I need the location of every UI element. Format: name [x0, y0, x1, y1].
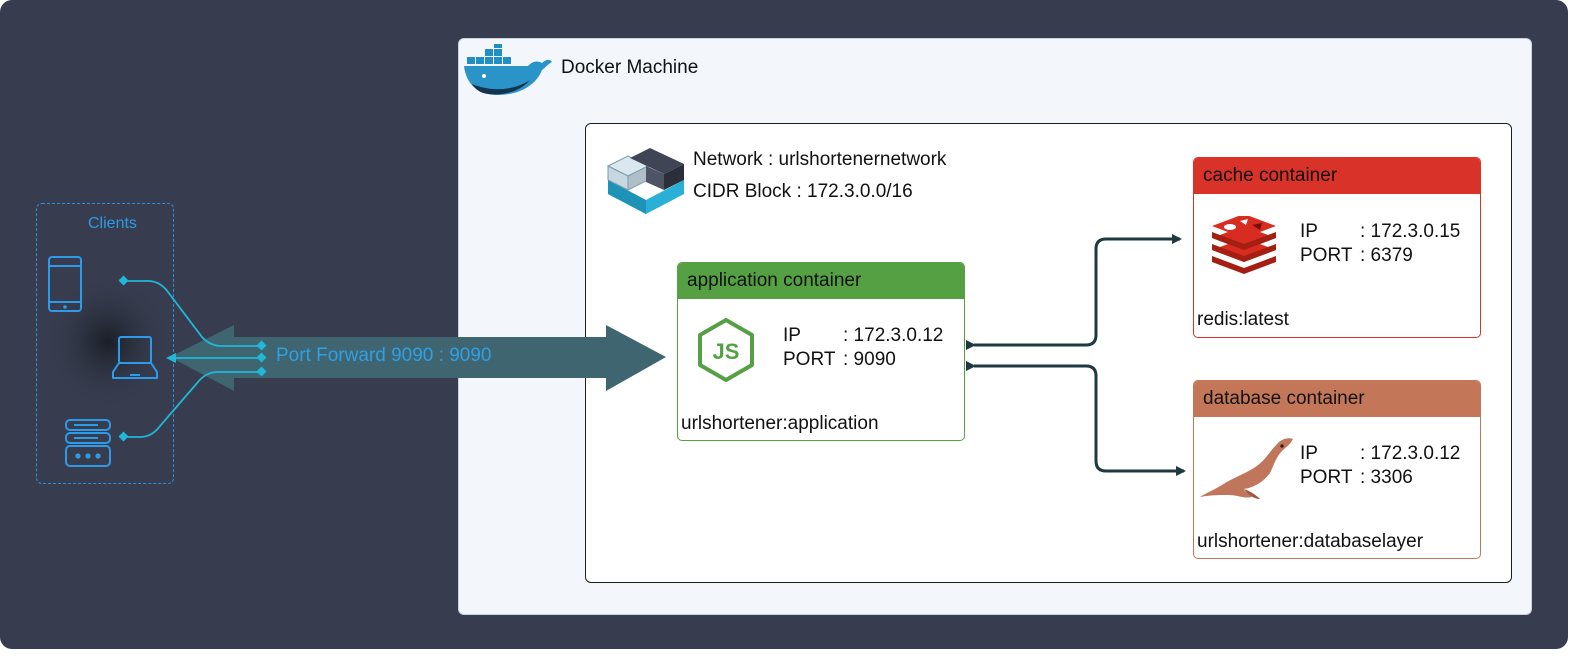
connector-app-to-cache	[966, 234, 1182, 350]
application-port-value: : 9090	[843, 349, 896, 370]
docker-whale-icon	[464, 44, 552, 95]
application-image: urlshortener:application	[681, 413, 879, 434]
svg-text:JS: JS	[713, 339, 740, 364]
docker-machine-label: Docker Machine	[561, 57, 699, 78]
network-blocks-icon	[606, 148, 684, 214]
cache-ip-key: IP	[1300, 221, 1318, 242]
network-name: Network : urlshortenernetwork	[693, 149, 947, 170]
clients-group	[36, 203, 174, 484]
application-container-title: application container	[678, 263, 964, 299]
clients-label: Clients	[88, 215, 137, 232]
database-container: database container	[1193, 380, 1481, 559]
nodejs-icon: JS	[698, 318, 754, 382]
tablet-icon	[48, 256, 82, 312]
database-container-title: database container	[1194, 381, 1480, 417]
database-image: urlshortener:databaselayer	[1197, 531, 1424, 552]
port-forward-label: Port Forward 9090 : 9090	[276, 345, 492, 366]
server-icon	[65, 419, 111, 467]
application-ip-value: : 172.3.0.12	[843, 325, 944, 346]
application-ip-key: IP	[783, 325, 801, 346]
cache-ip-value: : 172.3.0.15	[1360, 221, 1461, 242]
cache-port-value: : 6379	[1360, 245, 1413, 266]
laptop-icon	[112, 336, 158, 379]
connector-app-to-database	[966, 361, 1186, 476]
cache-image: redis:latest	[1197, 309, 1289, 330]
network-cidr: CIDR Block : 172.3.0.0/16	[693, 181, 913, 202]
connector-tablet	[124, 280, 262, 347]
database-port-value: : 3306	[1360, 467, 1413, 488]
connector-server	[124, 371, 262, 438]
mariadb-seal-icon	[1200, 438, 1293, 499]
application-port-key: PORT	[783, 349, 836, 370]
redis-icon	[1212, 216, 1276, 274]
cache-container-title: cache container	[1194, 158, 1480, 194]
application-container: application container	[677, 262, 965, 441]
cache-port-key: PORT	[1300, 245, 1353, 266]
database-port-key: PORT	[1300, 467, 1353, 488]
database-ip-key: IP	[1300, 443, 1318, 464]
database-ip-value: : 172.3.0.12	[1360, 443, 1461, 464]
